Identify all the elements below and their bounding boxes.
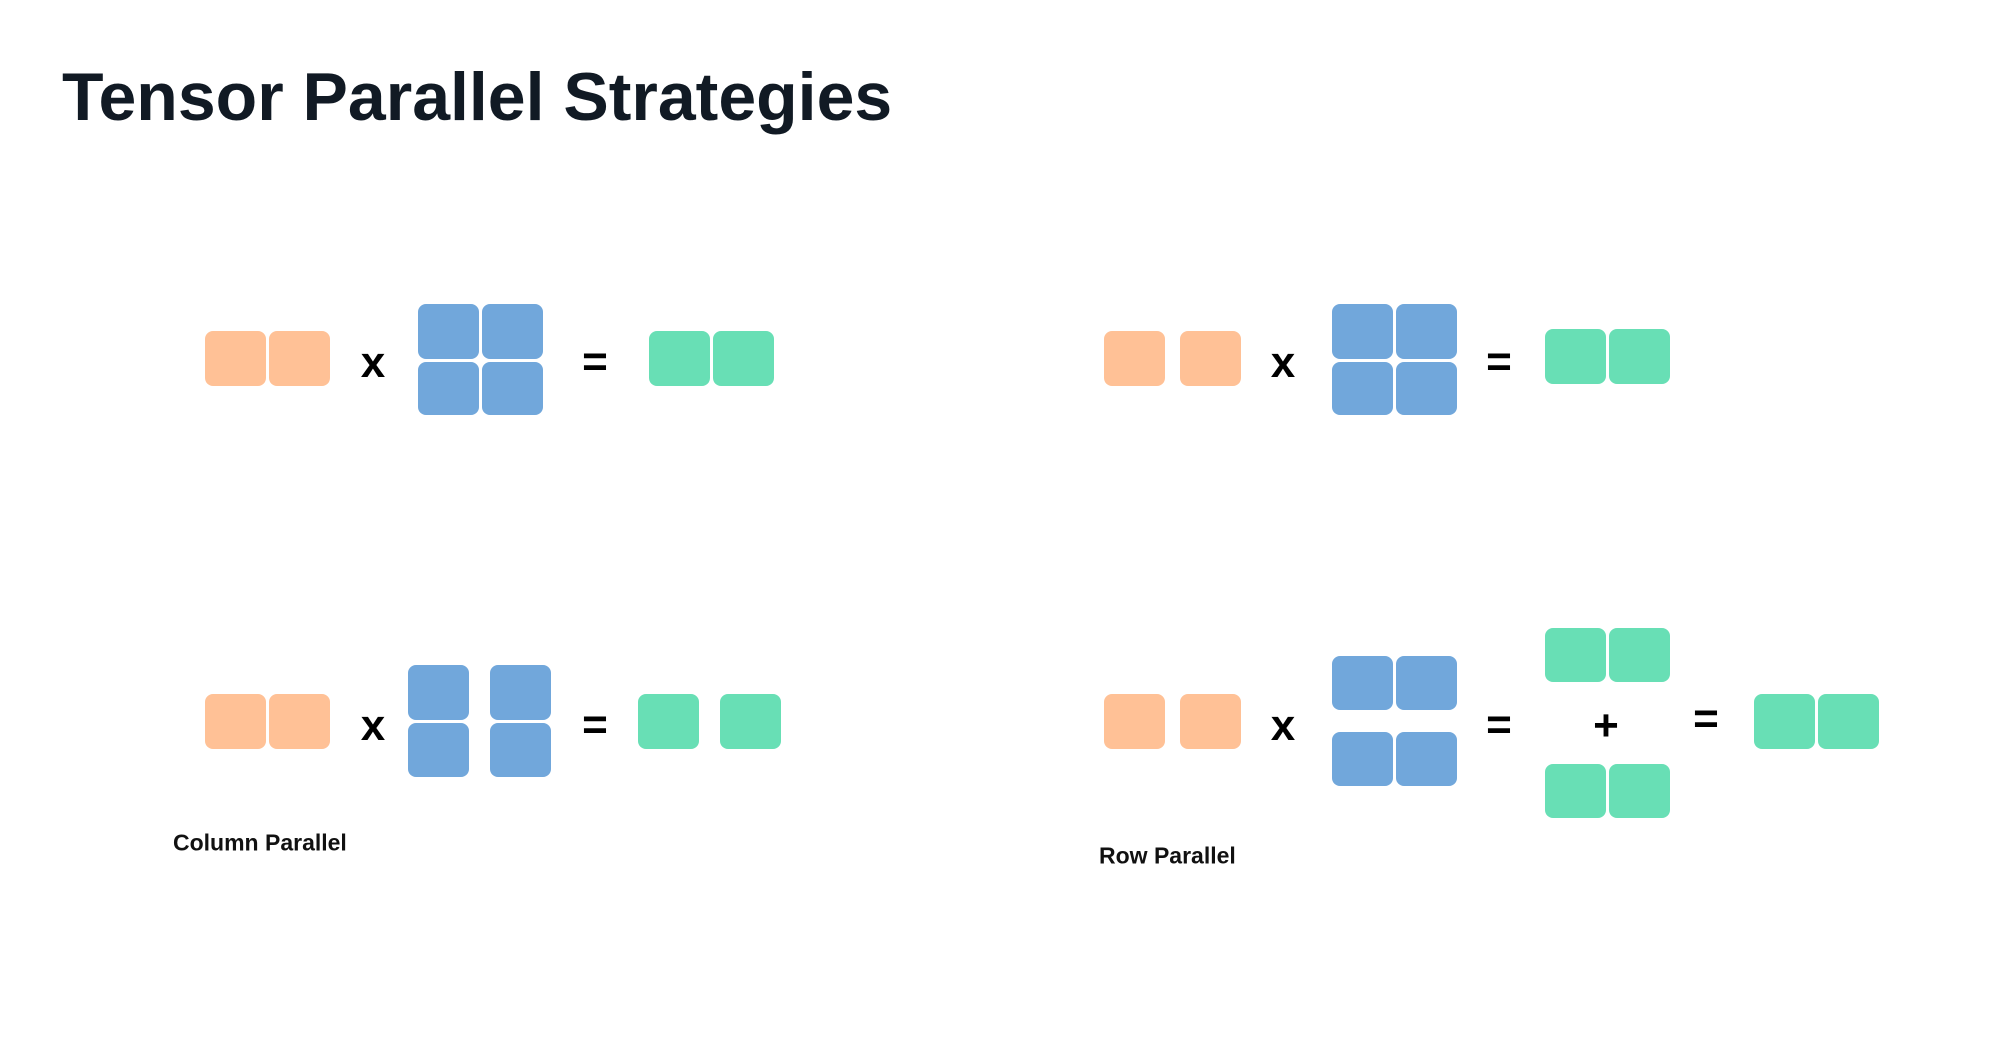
output-matrix-block [1609,628,1670,682]
output-matrix-block [1609,329,1670,384]
weight-matrix-block [1332,304,1393,359]
plus-operator: + [1593,701,1619,750]
input-matrix-block [1104,331,1165,386]
weight-matrix-block [1396,362,1457,415]
weight-matrix-block [408,723,469,777]
output-matrix-block [1754,694,1815,749]
input-matrix-block [1180,331,1241,386]
multiply-operator: x [360,701,386,750]
input-matrix-block [205,331,266,386]
weight-matrix-block [1396,732,1457,786]
weight-matrix-block [408,665,469,720]
output-matrix-block [1545,764,1606,818]
weight-matrix-block [1332,656,1393,710]
column-parallel-label: Column Parallel [173,829,347,856]
output-matrix-block [1609,764,1670,818]
weight-matrix-block [1332,732,1393,786]
row-parallel-label: Row Parallel [1099,842,1236,869]
equals-operator: = [582,700,608,749]
weight-matrix-block [1332,362,1393,415]
output-matrix-block [1818,694,1879,749]
weight-matrix-block [482,362,543,415]
weight-matrix-block [1396,656,1457,710]
weight-matrix-block [490,723,551,777]
input-matrix-block [1104,694,1165,749]
equals-operator: = [1693,694,1719,743]
multiply-operator: x [1270,701,1296,750]
weight-matrix-block [490,665,551,720]
output-matrix-block [1545,329,1606,384]
input-matrix-block [1180,694,1241,749]
equals-operator: = [1486,337,1512,386]
input-matrix-block [269,694,330,749]
equals-operator: = [582,337,608,386]
input-matrix-block [205,694,266,749]
output-matrix-block [720,694,781,749]
equals-operator: = [1486,700,1512,749]
output-matrix-block [638,694,699,749]
input-matrix-block [269,331,330,386]
output-matrix-block [649,331,710,386]
weight-matrix-block [1396,304,1457,359]
output-matrix-block [713,331,774,386]
page-title: Tensor Parallel Strategies [62,59,893,135]
weight-matrix-block [418,362,479,415]
output-matrix-block [1545,628,1606,682]
multiply-operator: x [360,338,386,387]
weight-matrix-block [418,304,479,359]
weight-matrix-block [482,304,543,359]
multiply-operator: x [1270,338,1296,387]
